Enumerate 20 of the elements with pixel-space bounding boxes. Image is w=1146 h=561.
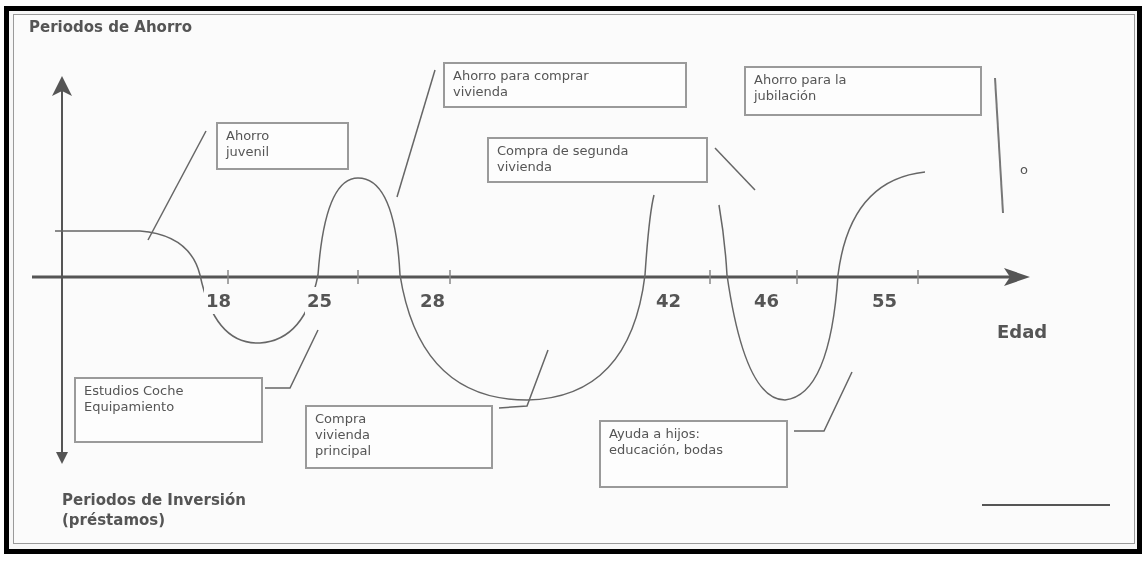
callout-box — [305, 405, 493, 469]
leader-line — [498, 349, 549, 409]
callout-box — [487, 137, 708, 183]
callout-box — [443, 62, 687, 108]
callout-box — [744, 66, 982, 116]
callout-text: Ahorro para la jubilación — [754, 72, 848, 104]
leader-line — [396, 69, 436, 198]
callout-text: Ahorro para comprar vivienda — [453, 68, 590, 100]
callout-text: Compra vivienda principal — [315, 411, 373, 459]
leader-line — [147, 130, 207, 241]
leader-line — [714, 147, 756, 191]
callout-text: Estudios Coche Equipamiento — [84, 383, 185, 415]
callout-text: Ayuda a hijos: educación, bodas — [609, 426, 725, 458]
leader-line — [793, 371, 853, 432]
callout-box — [599, 420, 788, 488]
callout-box — [216, 122, 349, 170]
callout-box — [74, 377, 263, 443]
callout-text: Ahorro juvenil — [226, 128, 271, 160]
callout-text: Compra de segunda vivienda — [497, 143, 630, 175]
leader-line — [264, 329, 319, 389]
